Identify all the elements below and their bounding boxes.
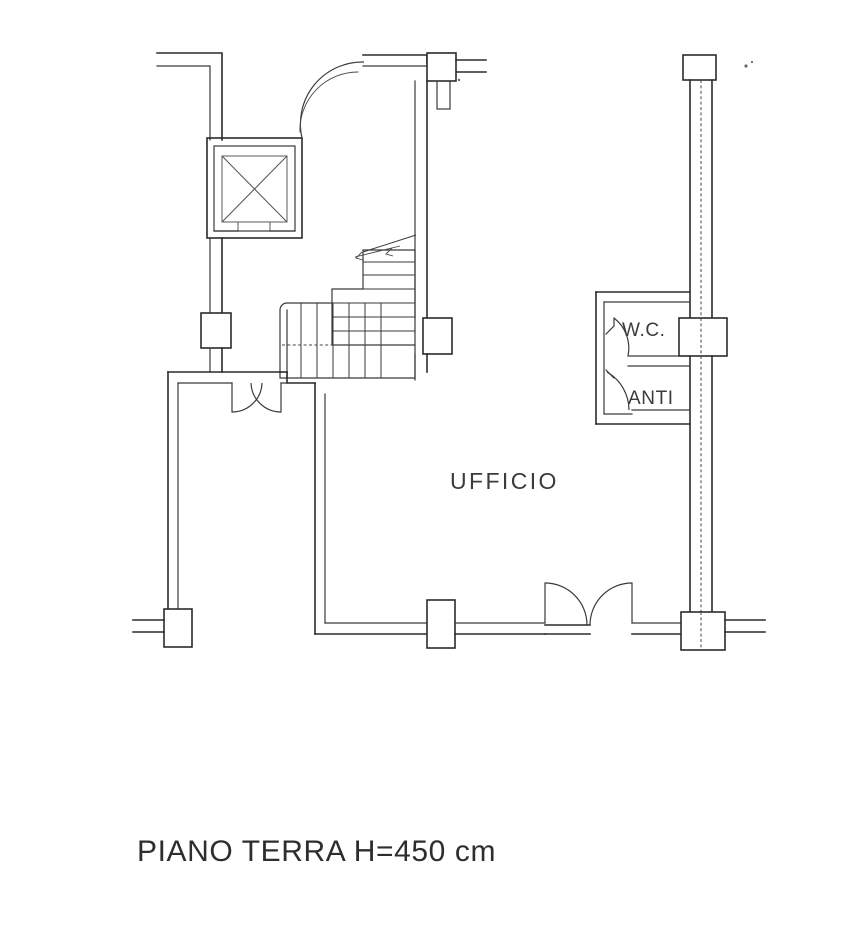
elevator-cab <box>221 155 288 223</box>
interior-door-swing-left <box>231 382 263 413</box>
core-right-wall-group <box>414 80 453 381</box>
stair-nosing-slant <box>362 234 417 253</box>
elevator-x-icon-2 <box>221 155 288 223</box>
column-bottom-mid <box>426 599 456 649</box>
top-left-wall-outer <box>156 52 223 141</box>
staircase-lower-outline <box>279 302 416 379</box>
column-core-left <box>200 312 232 349</box>
top-left-wall-inner <box>156 65 211 141</box>
stair-direction-arrowhead-1 <box>355 251 364 261</box>
top-wall-stub-right <box>455 59 487 73</box>
door-jambs-pair <box>231 382 282 413</box>
entrance-door-left-swing <box>299 61 365 139</box>
bottom-left-column-group <box>132 608 193 648</box>
elevator-shaft-group <box>206 137 303 239</box>
wc-anti-block-group <box>595 291 691 425</box>
entrance-door-swing-2 <box>589 582 633 626</box>
pilaster-top-core <box>436 80 451 110</box>
column-top-right <box>682 54 717 81</box>
column-bottom-right <box>680 611 726 651</box>
ufficio-left-wall-group <box>286 371 326 635</box>
anti-door-swing <box>606 371 630 411</box>
left-outer-wall-group <box>167 371 179 623</box>
bottom-wall-group <box>314 582 689 649</box>
core-left-wall-group <box>200 237 232 373</box>
column-core-right <box>422 317 453 355</box>
entrance-door-left-group <box>299 61 365 139</box>
elevator-shaft-outer <box>206 137 303 239</box>
ink-speck-3 <box>750 60 754 64</box>
column-right-wc <box>678 317 728 357</box>
plan-caption: PIANO TERRA H=450 cm <box>137 835 496 868</box>
ufficio-left-wall-head <box>286 371 316 384</box>
room-label-ufficio: UFFICIO <box>450 468 559 494</box>
right-outer-wall-group <box>678 54 766 651</box>
interior-partition-group <box>167 371 288 413</box>
wc-door-jamb <box>605 317 615 335</box>
ink-speck-2 <box>744 64 748 68</box>
entrance-door-left-swing-inner <box>299 71 359 133</box>
elevator-door-opening <box>237 221 271 232</box>
bottom-left-wall-stub <box>132 619 165 633</box>
room-label-anti: ANTI <box>628 388 674 409</box>
column-top-core <box>426 52 457 82</box>
entrance-door-swing-1 <box>544 582 588 626</box>
column-bottom-left <box>163 608 193 648</box>
wc-door-swing <box>613 317 630 357</box>
core-top-wall <box>362 54 428 64</box>
stair-direction-line <box>354 245 401 258</box>
core-top-wall-group <box>362 52 487 110</box>
room-label-wc: W.C. <box>622 320 666 341</box>
ink-speck-1 <box>457 78 461 82</box>
staircase-group <box>279 234 417 379</box>
bottom-right-wall-stub <box>724 619 766 633</box>
entrance-door-leaf-1 <box>544 624 591 635</box>
top-left-wall-group <box>156 52 223 141</box>
elevator-shaft-inner <box>213 145 296 232</box>
interior-door-swing-right <box>250 382 282 413</box>
stair-direction-arrowhead-2 <box>385 247 394 257</box>
